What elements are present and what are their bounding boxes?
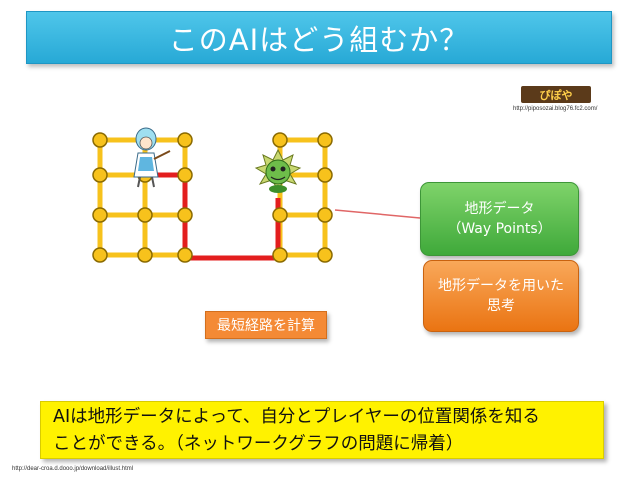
graph-nodes xyxy=(92,132,333,263)
monster-enemy-icon xyxy=(254,148,302,193)
terrain-data-label: 地形データ xyxy=(464,201,535,217)
waypoints-label: （Way Points） xyxy=(447,221,552,237)
logo-text: ぴぽや xyxy=(539,88,573,102)
credit-url-bottom: http://dear-croa.d.dooo.jp/download/illu… xyxy=(12,466,134,472)
thinking-label-line2: 思考 xyxy=(487,298,515,314)
terrain-data-box: 地形データ （Way Points） xyxy=(420,182,579,256)
terrain-thinking-box: 地形データを用いた 思考 xyxy=(423,260,579,332)
shortest-path-box: 最短経路を計算 xyxy=(205,311,327,339)
summary-box: AIは地形データによって、自分とプレイヤーの位置関係を知る ことができる。（ネッ… xyxy=(40,401,604,459)
title-banner: このAIはどう組むか？ xyxy=(26,11,612,64)
player-character-icon xyxy=(133,127,171,188)
summary-line-1: AIは地形データによって、自分とプレイヤーの位置関係を知る xyxy=(53,407,540,427)
summary-line-2: ことができる。（ネットワークグラフの問題に帰着） xyxy=(53,434,464,454)
connector-line xyxy=(334,209,421,219)
slide-title: このAIはどう組むか？ xyxy=(168,22,470,57)
thinking-label-line1: 地形データを用いた xyxy=(438,278,564,294)
pipoya-logo: ぴぽや xyxy=(521,86,591,103)
shortest-path-label: 最短経路を計算 xyxy=(217,318,315,334)
credit-url-top: http://piposozai.blog76.fc2.com/ xyxy=(513,106,598,112)
